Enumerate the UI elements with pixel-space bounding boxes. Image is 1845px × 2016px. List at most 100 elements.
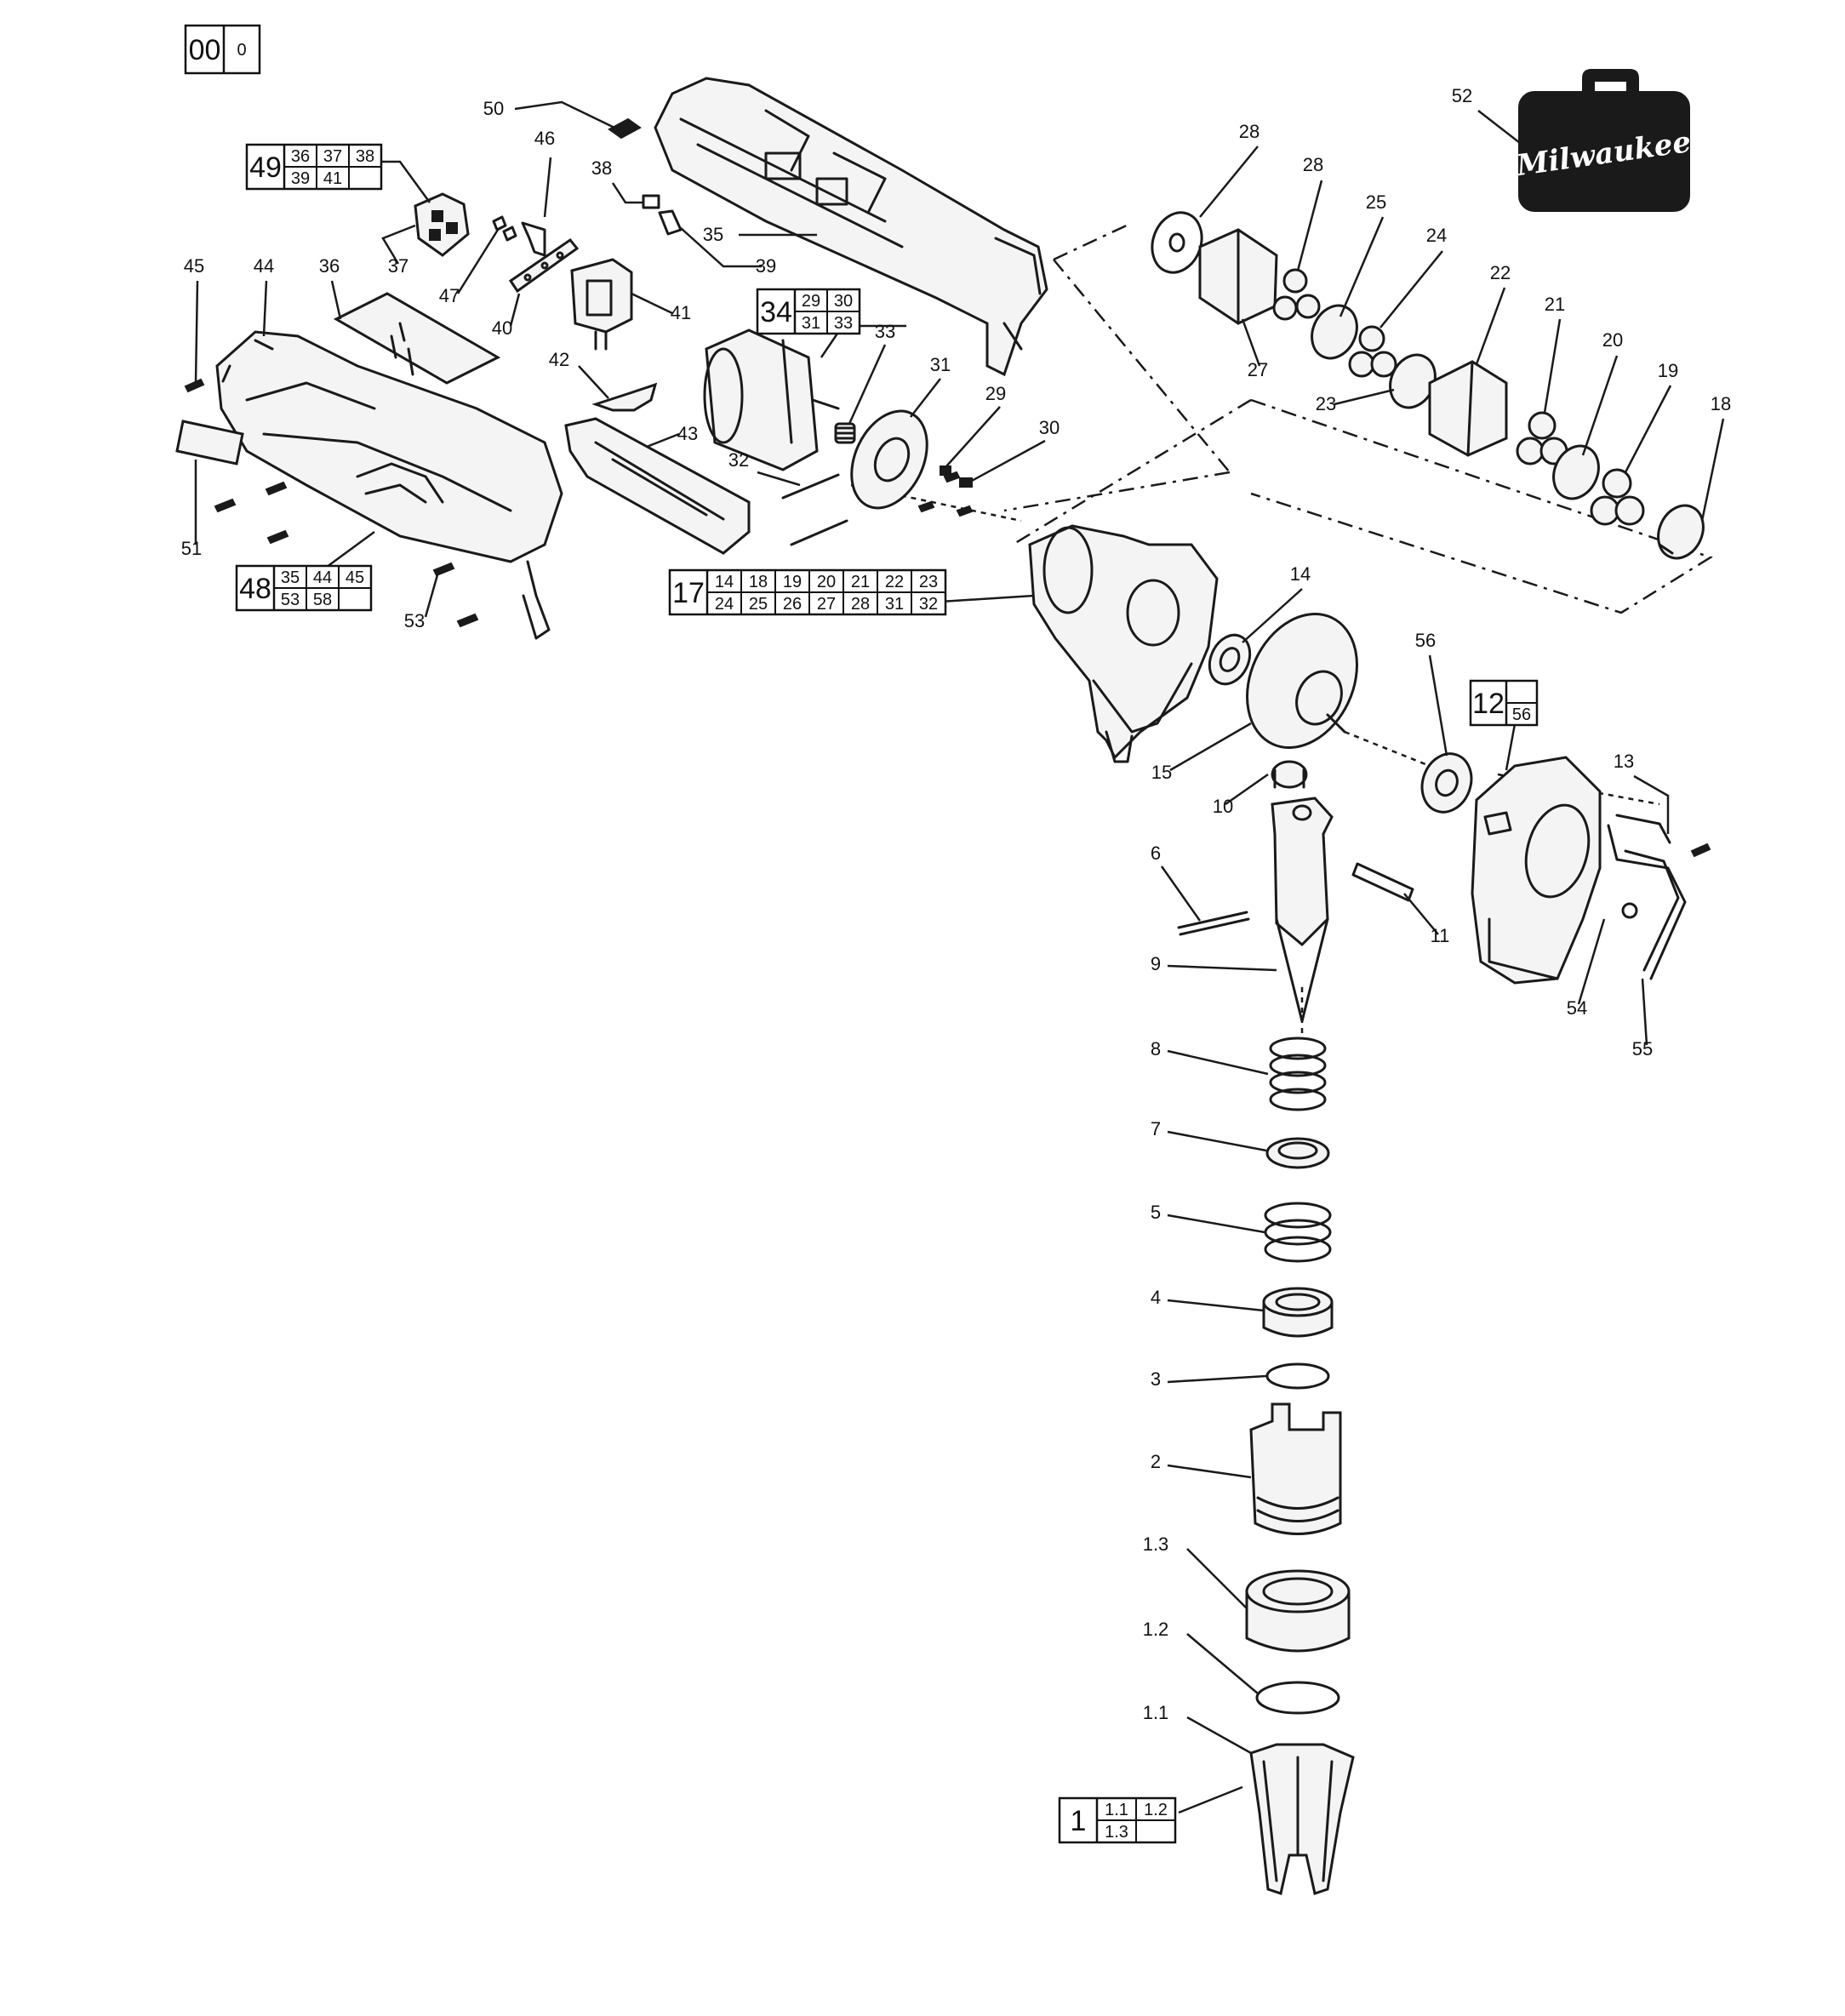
kit-part-number: 41 (323, 169, 342, 188)
motor (703, 328, 840, 471)
kit-part-number: 44 (313, 568, 332, 587)
callout-c11: 11 (1431, 925, 1450, 946)
callout-c20: 20 (1602, 329, 1623, 351)
label-plate (175, 420, 244, 465)
kit-part-number: 31 (802, 314, 820, 333)
battery-tray (564, 417, 751, 555)
callout-c28a: 28 (1239, 121, 1260, 142)
handle-housing (215, 330, 563, 640)
kit-main-number: 12 (1472, 688, 1505, 720)
callout-c2: 2 (1151, 1451, 1161, 1472)
callout-c43: 43 (677, 423, 698, 444)
pinion (834, 422, 856, 444)
callout-c13b: 1.3 (1143, 1533, 1169, 1555)
callout-c51: 51 (181, 538, 202, 559)
kit-part-number: 39 (291, 169, 310, 188)
callout-c56: 56 (1415, 630, 1436, 651)
callout-c45: 45 (184, 255, 204, 277)
kit-part-number: 19 (783, 573, 802, 591)
kit-box-kit12: 12 56 (1469, 679, 1539, 727)
kit-main-number: 49 (249, 151, 282, 184)
rear-housing (654, 77, 1048, 377)
callout-c6: 6 (1151, 842, 1161, 864)
callout-c35: 35 (703, 224, 723, 245)
callout-c33: 33 (875, 321, 895, 342)
kit-part-number: 35 (281, 568, 300, 587)
callout-c14: 14 (1290, 563, 1311, 585)
kit-part-number: 56 (1512, 705, 1531, 724)
spindle (1271, 797, 1334, 1023)
kit-part-number: 37 (323, 147, 342, 166)
control-board (333, 292, 501, 385)
callout-c40: 40 (492, 317, 512, 339)
bevel-gear (1246, 612, 1358, 750)
trigger-switch (570, 258, 633, 351)
kit-part-number: 29 (802, 292, 820, 311)
callout-c19: 19 (1658, 360, 1678, 381)
kit-main-number: 34 (760, 296, 792, 328)
callout-c32: 32 (728, 449, 749, 471)
callout-c27: 27 (1248, 359, 1268, 380)
kit-part-number: 20 (817, 573, 836, 591)
callout-c25: 25 (1366, 191, 1386, 213)
callout-c7: 7 (1151, 1118, 1161, 1139)
kit-part-number: 33 (834, 314, 853, 333)
callout-c31: 31 (930, 354, 951, 375)
callout-c38a: 38 (591, 157, 612, 179)
callout-c39: 39 (756, 255, 776, 277)
switch-module (414, 192, 470, 257)
pin-11 (1351, 862, 1414, 902)
kit-main-number: 00 (189, 34, 221, 66)
callout-c15: 15 (1151, 762, 1172, 783)
callout-c41: 41 (671, 302, 691, 323)
callout-c50: 50 (483, 98, 504, 119)
lever (591, 382, 658, 412)
bearing-56 (1420, 752, 1473, 814)
kit-part-number: 36 (291, 147, 310, 166)
callout-c55: 55 (1632, 1038, 1653, 1059)
callout-c30: 30 (1039, 417, 1060, 438)
kit-part-number: 53 (281, 591, 300, 609)
callout-c46: 46 (534, 128, 555, 149)
kit-main-number: 48 (239, 573, 271, 605)
callout-labels: 50 46 38 35 39 37 47 40 41 45 44 36 4 2 43 33 31 32 29 30 51… (181, 85, 1731, 1723)
callout-c9: 9 (1151, 953, 1161, 974)
gear-plate (850, 409, 928, 510)
callout-c23: 23 (1316, 393, 1336, 414)
pins (781, 473, 848, 546)
callout-c10: 10 (1213, 796, 1233, 817)
kit-box-kit49: 49 36 37 38 39 41 (245, 143, 383, 191)
kit-part-number: 32 (919, 595, 938, 614)
callout-c18: 18 (1711, 393, 1731, 414)
kit-box-kit34: 34 29 30 31 33 (756, 288, 861, 335)
spring-and-plate (492, 215, 580, 294)
callout-c21: 21 (1545, 294, 1565, 315)
bearing (1208, 633, 1252, 686)
callout-c4: 4 (1151, 1287, 1161, 1308)
kit-part-number: 1.3 (1105, 1823, 1128, 1842)
kit-part-number: 25 (749, 595, 768, 614)
chuck-assembly (1245, 1037, 1355, 1895)
head-cover (1471, 756, 1602, 985)
callout-c44: 44 (254, 255, 274, 277)
kit-part-number: 1.2 (1144, 1801, 1168, 1819)
callout-c11b: 1.1 (1143, 1702, 1169, 1723)
callout-c52: 52 (1452, 85, 1472, 106)
callout-c54: 54 (1567, 997, 1587, 1019)
kit-part-number: 24 (715, 595, 734, 614)
pin-6 (1177, 911, 1250, 936)
callout-c24: 24 (1426, 225, 1447, 246)
kit-part-number: 30 (834, 292, 853, 311)
kit-part-number: 22 (885, 573, 904, 591)
planetary-gear-stack (1151, 211, 1705, 560)
kit-main-number: 17 (672, 577, 705, 609)
callout-c47: 47 (439, 285, 460, 306)
kit-part-number: 38 (356, 147, 374, 166)
kit-part-number: 58 (313, 591, 332, 609)
